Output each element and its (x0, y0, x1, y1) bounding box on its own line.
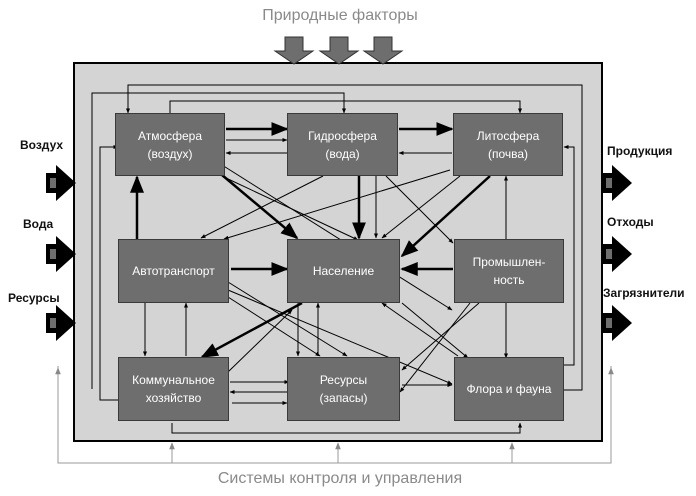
node-industry-title: Промышлен- (472, 255, 546, 269)
node-atmosphere-subtitle: (воздух) (147, 146, 193, 161)
node-transport-title: Автотранспорт (132, 264, 215, 278)
output-arrow-products (602, 165, 632, 201)
node-hydrosphere-title: Гидросфера (308, 128, 377, 143)
node-lithosphere: Литосфера (почва) (453, 113, 563, 176)
output-label-pollutants: Загрязнители (603, 286, 685, 300)
natural-factor-arrows (273, 36, 404, 65)
output-arrow-waste (602, 236, 632, 272)
input-arrows (46, 165, 76, 341)
feedback-lines (91, 84, 583, 434)
output-arrows (602, 165, 632, 341)
control-systems-label: Системы контроля и управления (217, 470, 463, 487)
thick-arrows (130, 122, 491, 359)
input-arrow-water (46, 236, 76, 272)
input-arrow-resources (46, 305, 76, 341)
output-label-products: Продукция (607, 144, 673, 158)
node-industry-subtitle: ность (493, 273, 525, 287)
natural-factors-label: Природные факторы (262, 7, 418, 24)
input-label-water: Вода (23, 217, 54, 231)
node-flora-fauna-title: Флора и фауна (466, 382, 552, 396)
node-industry: Промышлен- ность (454, 239, 564, 303)
node-population: Население (287, 239, 400, 303)
node-population-title: Население (312, 264, 375, 278)
node-lithosphere-title: Литосфера (476, 128, 540, 143)
input-label-resources: Ресурсы (8, 291, 60, 305)
natural-factor-arrow-2 (318, 36, 360, 65)
thin-arrows (143, 138, 508, 405)
control-loop (55, 366, 614, 464)
node-hydrosphere-subtitle: (вода) (325, 146, 360, 161)
node-utilities-subtitle: хозяйство (145, 391, 202, 405)
input-label-air: Воздух (20, 138, 64, 152)
node-atmosphere: Атмосфера (воздух) (115, 113, 225, 176)
node-resources-subtitle: (запасы) (319, 391, 368, 405)
node-utilities-title: Коммунальное (132, 373, 215, 387)
input-arrow-air (46, 165, 76, 201)
output-label-waste: Отходы (607, 215, 654, 229)
node-lithosphere-subtitle: (почва) (487, 146, 529, 161)
node-atmosphere-title: Атмосфера (137, 128, 203, 143)
natural-factor-arrow-1 (273, 36, 315, 65)
node-resources: Ресурсы (запасы) (287, 357, 400, 421)
node-flora-fauna: Флора и фауна (454, 357, 564, 421)
node-hydrosphere: Гидросфера (вода) (287, 113, 398, 176)
node-utilities: Коммунальное хозяйство (118, 357, 229, 421)
node-transport: Автотранспорт (118, 239, 229, 303)
output-arrow-pollutants (602, 305, 632, 341)
node-resources-title: Ресурсы (319, 373, 368, 387)
natural-factor-arrow-3 (362, 36, 404, 65)
